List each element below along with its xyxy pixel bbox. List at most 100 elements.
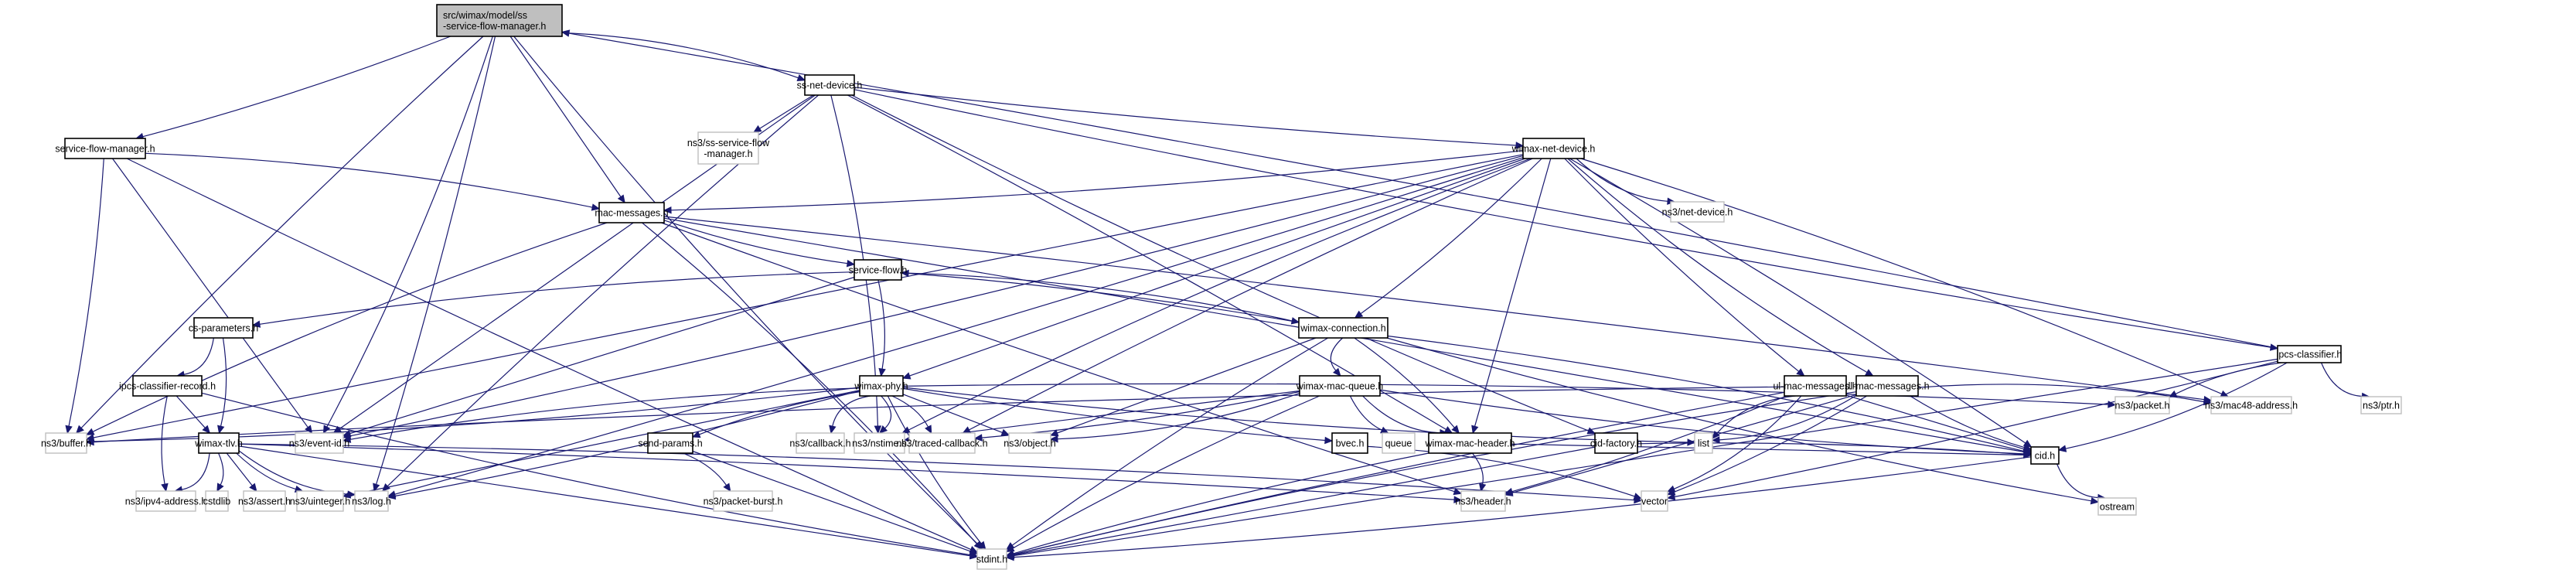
edge-line <box>218 452 224 486</box>
edge-wimax-tlv-to-cstdlib <box>216 452 224 493</box>
node-bvec[interactable]: bvec.h <box>1331 432 1368 454</box>
edge-line <box>1917 384 2205 403</box>
node-ns3-ptr: ns3/ptr.h <box>2360 396 2402 414</box>
edge-line <box>1330 337 1344 371</box>
edge-line <box>663 220 848 264</box>
edge-line <box>1474 158 1552 427</box>
edge-line <box>902 383 2109 405</box>
edge-root-to-stdint <box>513 36 983 550</box>
arrowhead-icon <box>1453 496 1463 503</box>
edge-line <box>376 36 496 485</box>
arrowhead-icon <box>342 435 352 443</box>
node-label: -service-flow-manager.h <box>443 21 546 32</box>
edge-line <box>909 158 1525 377</box>
node-wimax-phy[interactable]: wimax-phy.h <box>854 375 908 397</box>
arrowhead-icon <box>1049 435 1058 443</box>
edge-wimax-net-device-to-wimax-mac-header <box>1471 158 1552 435</box>
edge-line <box>201 392 971 556</box>
node-service-flow[interactable]: service-flow.h <box>849 259 908 281</box>
edge-line <box>238 443 1455 500</box>
node-cid-factory[interactable]: cid-factory.h <box>1590 432 1642 454</box>
node-root[interactable]: src/wimax/model/ss-service-flow-manager.… <box>436 4 563 37</box>
edge-line <box>902 387 1688 443</box>
edge-line <box>1580 158 2223 394</box>
edge-wimax-tlv-to-ns3-ipv4-address <box>174 452 210 493</box>
edge-wimax-phy-to-send-params <box>691 391 860 438</box>
node-label: ns3/callback.h <box>789 438 850 449</box>
edge-mac-messages-to-service-flow <box>663 220 856 268</box>
node-cs-parameters[interactable]: cs-parameters.h <box>189 317 258 339</box>
node-label: wimax-mac-header.h <box>1424 438 1515 449</box>
node-service-flow-manager[interactable]: service-flow-manager.h <box>55 138 155 159</box>
node-label: wimax-mac-queue.h <box>1296 381 1384 392</box>
node-wimax-tlv[interactable]: wimax-tlv.h <box>194 432 243 454</box>
edge-wimax-tlv-to-ns3-assert <box>226 452 257 492</box>
arrowhead-icon <box>1633 493 1643 500</box>
node-ipcs-classifier[interactable]: ipcs-classifier.h <box>2277 345 2343 363</box>
edge-cid-to-ostream <box>2056 463 2107 502</box>
arrowhead-icon <box>973 434 983 442</box>
edge-line <box>832 395 871 427</box>
node-ul-mac-messages[interactable]: ul-mac-messages.h <box>1773 375 1858 397</box>
arrowhead-icon <box>878 425 888 434</box>
edge-wimax-phy-to-ns3-uinteger <box>342 390 860 499</box>
arrowhead-icon <box>2022 443 2033 452</box>
edge-line <box>1845 394 2025 450</box>
edge-root-to-ns3-event-id <box>322 36 493 435</box>
node-wimax-mac-queue[interactable]: wimax-mac-queue.h <box>1296 375 1384 397</box>
node-box <box>2097 497 2137 516</box>
node-ss-net-device[interactable]: ss-net-device.h <box>797 74 863 96</box>
arrowhead-icon <box>1515 142 1525 149</box>
arrowhead-icon <box>2057 445 2067 452</box>
node-label: list <box>1698 438 1710 449</box>
node-box <box>1694 432 1713 454</box>
node-label: vector <box>1641 496 1668 507</box>
node-cid[interactable]: cid.h <box>2030 446 2060 465</box>
node-send-params[interactable]: send-params.h <box>638 432 703 454</box>
edge-line <box>1386 337 2092 502</box>
node-label: cid.h <box>2035 451 2055 462</box>
node-stdint: stdint.h <box>976 548 1007 570</box>
arrowhead-icon <box>161 483 169 493</box>
edge-root-to-mac-messages <box>509 36 625 204</box>
edge-line <box>1367 445 1635 497</box>
node-ipcs-classifier-record[interactable]: ipcs-classifier-record.h <box>119 375 216 397</box>
arrowhead-icon <box>829 425 837 435</box>
arrowhead-icon <box>1324 436 1334 445</box>
edge-line <box>92 222 608 432</box>
arrowhead-icon <box>561 29 571 37</box>
arrowhead-icon <box>85 428 95 435</box>
edge-line <box>908 158 1531 431</box>
edge-wimax-net-device-to-mac-messages <box>663 150 1524 214</box>
edge-line <box>326 36 493 428</box>
node-wimax-connection[interactable]: wimax-connection.h <box>1298 317 1389 339</box>
node-label: cs-parameters.h <box>189 323 258 334</box>
edge-line <box>1013 391 1785 555</box>
node-box <box>804 74 855 96</box>
node-wimax-net-device[interactable]: wimax-net-device.h <box>1511 138 1596 159</box>
edge-line <box>854 87 1517 146</box>
edge-line <box>226 452 253 486</box>
node-box <box>1008 432 1051 454</box>
edge-wimax-net-device-to-dl-mac-messages <box>1567 158 1874 377</box>
edge-line <box>161 395 168 485</box>
node-ostream: ostream <box>2097 497 2137 516</box>
edge-line <box>142 36 451 138</box>
node-ns3-ss-sfm: ns3/ss-service-flow-manager.h <box>687 131 770 165</box>
edge-ul-mac-messages-to-ns3-buffer <box>85 386 1785 446</box>
node-box <box>976 548 1007 570</box>
arrowhead-icon <box>900 269 909 278</box>
node-queue: queue <box>1382 432 1416 454</box>
node-wimax-mac-header[interactable]: wimax-mac-header.h <box>1424 432 1515 454</box>
arrowhead-icon <box>216 483 224 493</box>
node-mac-messages[interactable]: mac-messages.h <box>595 202 669 223</box>
edge-line <box>1637 442 2025 455</box>
arrowhead-icon <box>75 425 84 434</box>
edge-line <box>902 387 1326 442</box>
edge-dl-mac-messages-to-vector <box>1666 395 1868 496</box>
node-label: service-flow.h <box>849 265 908 276</box>
node-dl-mac-messages[interactable]: dl-mac-messages.h <box>1845 375 1930 397</box>
edge-mac-messages-to-ns3-buffer <box>85 222 608 435</box>
arrowhead-icon <box>305 425 313 434</box>
